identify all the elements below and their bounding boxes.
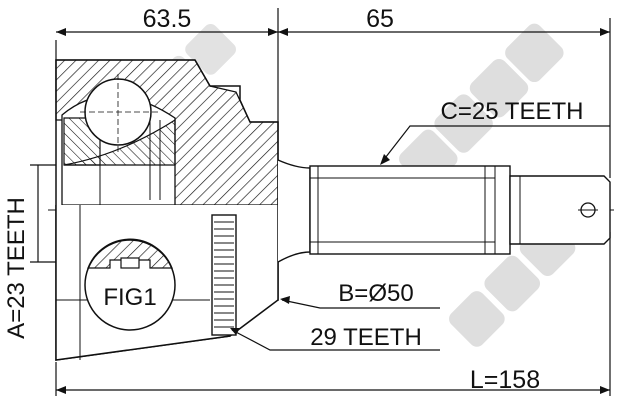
- fig1-label: FIG1: [103, 284, 156, 311]
- abs-ring: [211, 214, 237, 336]
- shaft: [277, 159, 611, 263]
- top-dimensions: [55, 8, 611, 178]
- housing-length-label: 63.5: [143, 5, 192, 33]
- spline-shaft: [309, 165, 511, 255]
- ball-cage: [63, 74, 176, 205]
- bottom-dimension: [55, 232, 611, 396]
- outer-spline-label: C=25 TEETH: [441, 98, 584, 125]
- inner-spline-label: A=23 TEETH: [3, 197, 30, 339]
- thread-end: [509, 175, 611, 245]
- shaft-length-label: 65: [366, 5, 394, 33]
- total-length-label: L=158: [470, 366, 540, 394]
- leader-lines: [230, 125, 610, 351]
- abs-diameter-label: B=Ø50: [338, 280, 413, 307]
- fig1-detail: [84, 238, 176, 331]
- abs-teeth-label: 29 TEETH: [310, 324, 422, 351]
